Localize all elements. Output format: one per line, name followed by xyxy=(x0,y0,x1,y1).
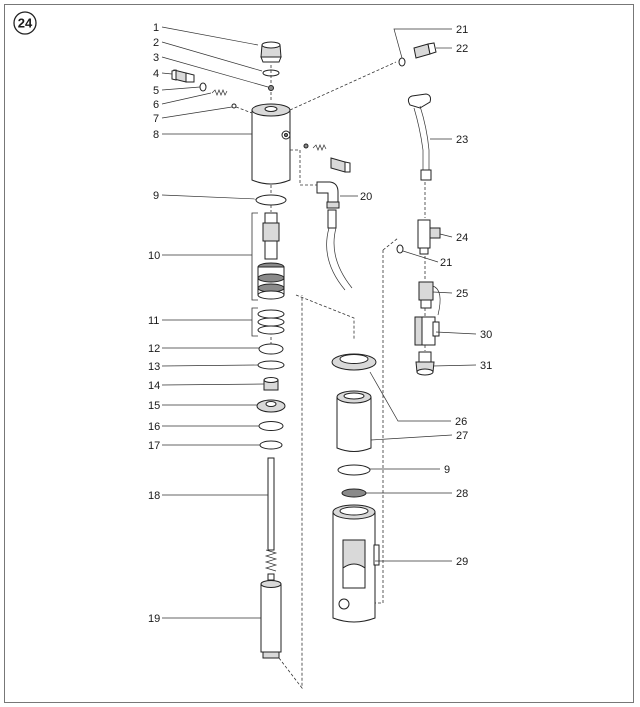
dashed-path-7-body xyxy=(235,106,253,114)
callout-13: 13 xyxy=(148,361,160,373)
figure-badge-number: 24 xyxy=(18,16,33,31)
callout-11: 11 xyxy=(148,315,159,327)
callout-2: 2 xyxy=(153,37,159,49)
callout-5: 5 xyxy=(153,85,159,97)
callout-21-top: 21 xyxy=(456,24,468,36)
part-8-body xyxy=(251,103,291,185)
part-20-elbow xyxy=(316,181,353,291)
leader-lines xyxy=(161,26,477,619)
callout-31: 31 xyxy=(480,360,492,372)
callout-1: 1 xyxy=(153,22,159,34)
dashed-path-21b xyxy=(382,237,399,251)
part-30-block xyxy=(414,316,440,346)
part-31-nozzle xyxy=(415,351,435,376)
dashed-path-to-24 xyxy=(372,250,384,604)
callout-16: 16 xyxy=(148,421,160,433)
bracket-11 xyxy=(251,307,258,337)
callout-21-lower: 21 xyxy=(440,257,452,269)
part-5-ring xyxy=(199,82,207,92)
callout-19: 19 xyxy=(148,613,160,625)
figure-badge: 24 xyxy=(13,11,37,35)
part-21-ring-lower xyxy=(396,244,404,254)
dashed-path-top-to-21 xyxy=(289,61,397,111)
part-6-spring xyxy=(211,89,228,96)
part-1-cap xyxy=(260,41,282,63)
callout-24: 24 xyxy=(456,232,468,244)
dashed-path-cartridge-right xyxy=(295,294,355,340)
callout-17: 17 xyxy=(148,440,160,452)
part-15-washer xyxy=(256,399,286,413)
part-29-housing xyxy=(332,504,380,623)
part-body-side-fitting xyxy=(303,143,351,173)
callout-3: 3 xyxy=(153,52,159,64)
callout-28: 28 xyxy=(456,488,468,500)
dashed-path-body-to-20 xyxy=(290,149,318,186)
callout-labels: 1 2 3 4 5 6 7 8 9 10 11 12 13 14 15 16 1… xyxy=(148,22,492,625)
callout-6: 6 xyxy=(153,99,159,111)
part-16-ring xyxy=(258,421,284,431)
callout-10: 10 xyxy=(148,250,160,262)
callout-9-right: 9 xyxy=(444,464,450,476)
callout-25: 25 xyxy=(456,288,468,300)
callout-12: 12 xyxy=(148,343,160,355)
callout-27: 27 xyxy=(456,430,468,442)
part-9-o-ring xyxy=(255,194,287,206)
callout-4: 4 xyxy=(153,68,159,80)
part-10-cartridge xyxy=(257,212,285,300)
part-9-o-ring-lower xyxy=(337,464,371,476)
part-22-fitting xyxy=(413,42,437,59)
part-24-tee xyxy=(417,219,441,255)
part-26-collar xyxy=(331,353,377,371)
callout-14: 14 xyxy=(148,380,160,392)
callout-9-left: 9 xyxy=(153,190,159,202)
dashed-path-bottom-right xyxy=(278,295,303,690)
callout-29: 29 xyxy=(456,556,468,568)
part-14-nut xyxy=(263,377,279,391)
callout-20: 20 xyxy=(360,191,372,203)
part-27-sleeve xyxy=(336,390,372,452)
part-3-ball xyxy=(268,85,274,91)
callout-8: 8 xyxy=(153,129,159,141)
callout-30: 30 xyxy=(480,329,492,341)
part-28-ring xyxy=(341,488,367,498)
callout-26: 26 xyxy=(455,416,467,428)
callout-15: 15 xyxy=(148,400,160,412)
callout-23: 23 xyxy=(456,134,468,146)
diagram-frame xyxy=(4,4,634,703)
callout-7: 7 xyxy=(153,113,159,125)
bracket-10 xyxy=(251,212,258,301)
part-23-tube xyxy=(407,93,432,181)
part-21-ring-top xyxy=(398,57,406,67)
part-7-ball xyxy=(231,103,237,109)
part-11-rings xyxy=(257,309,285,335)
part-12-ring xyxy=(258,343,284,355)
callout-18: 18 xyxy=(148,490,160,502)
part-25-connector xyxy=(418,281,441,316)
part-13-snap-ring xyxy=(257,360,285,370)
callout-22: 22 xyxy=(456,43,468,55)
part-17-ring xyxy=(259,440,283,450)
part-19-cylinder xyxy=(260,580,282,659)
part-18-rod xyxy=(264,457,278,581)
part-4-fitting xyxy=(171,69,195,83)
